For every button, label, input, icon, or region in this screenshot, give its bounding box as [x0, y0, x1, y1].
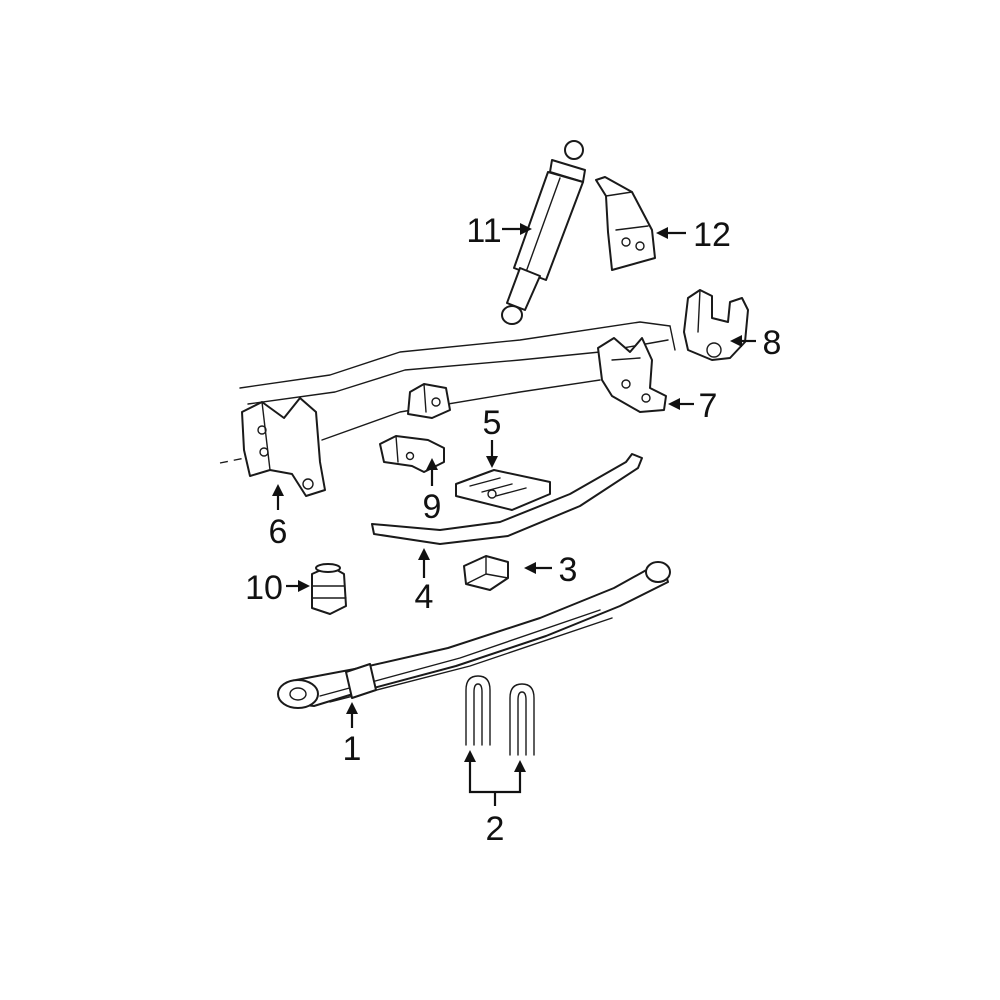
bump-stop — [311, 563, 347, 615]
front-hanger-bracket — [241, 397, 326, 497]
spring-bracket — [379, 435, 445, 473]
shock-absorber — [501, 140, 586, 325]
callout-6: 6 — [269, 513, 288, 551]
spring-shackle — [683, 289, 749, 361]
callout-9: 9 — [423, 488, 442, 526]
leader-lines — [272, 223, 756, 806]
spring-spacer — [463, 555, 509, 591]
overload-leaf — [371, 453, 643, 545]
callout-2: 2 — [486, 810, 505, 848]
callout-5: 5 — [483, 404, 502, 442]
callout-10: 10 — [245, 569, 283, 607]
u-bolts — [465, 675, 535, 756]
callout-8: 8 — [763, 324, 782, 362]
leaf-spring — [277, 561, 671, 709]
shackle-hanger-bracket — [595, 176, 656, 271]
frame-rail — [219, 321, 676, 464]
callout-1: 1 — [343, 730, 362, 768]
spring-seat-plate — [455, 469, 551, 511]
callout-4: 4 — [415, 578, 434, 616]
callout-12: 12 — [693, 216, 731, 254]
callout-11: 11 — [466, 212, 501, 250]
rear-hanger-bracket — [597, 337, 667, 413]
callout-7: 7 — [699, 387, 718, 425]
small-frame-bracket — [407, 383, 451, 419]
callout-3: 3 — [559, 551, 578, 589]
